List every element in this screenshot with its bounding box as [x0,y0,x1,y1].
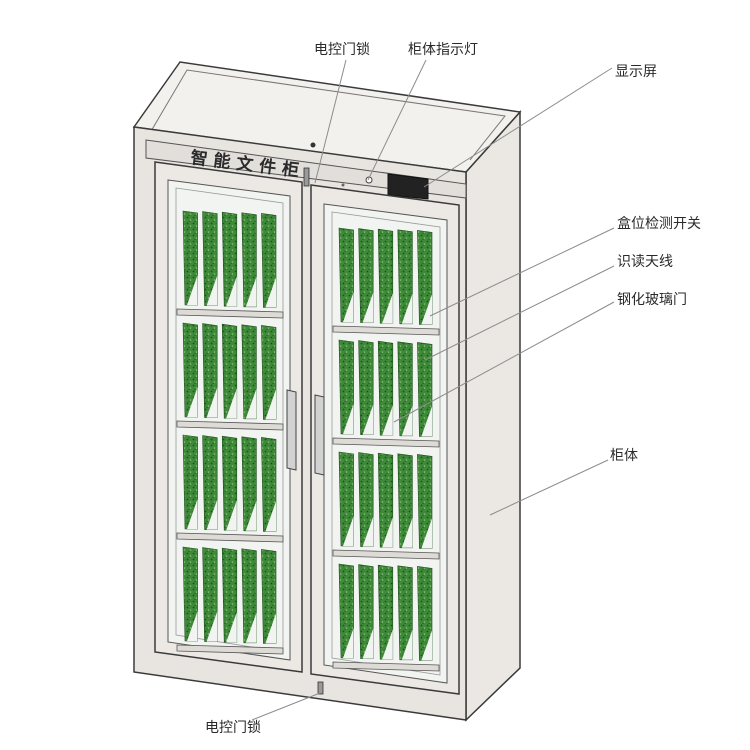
callout-lock-top: 电控门锁 [314,42,370,58]
display-screen [387,173,429,200]
file-box-cutout [226,276,237,307]
file-box-cutout [245,388,257,419]
file-box-cutout [421,406,432,437]
file-box-cutout [206,275,218,306]
file-box-cutout [401,293,413,324]
callout-glass-door: 钢化玻璃门 [617,291,687,308]
file-box-cutout [245,276,257,307]
file-box-cutout [265,501,276,532]
file-box-cutout [187,499,198,529]
shelf [332,661,440,672]
file-box-cutout [265,389,276,420]
top-door-lock [303,167,310,187]
callout-body: 柜体 [610,448,638,464]
callout-indicator: 柜体指示灯 [408,42,478,58]
file-box-cutout [187,275,198,305]
right-file-boxes [332,227,440,672]
shelf [332,325,440,336]
file-box-cutout [382,293,393,324]
left-door-handle [286,389,297,471]
cabinet-side-panel [465,110,521,722]
file-box-cutout [245,500,257,531]
callout-box-sensor: 盒位检测开关 [617,215,701,232]
file-box-cutout [343,628,354,658]
file-box-cutout [382,629,393,660]
shelf [332,437,440,448]
file-box-cutout [343,516,354,546]
file-box-cutout [245,612,257,643]
callout-screen: 显示屏 [615,64,657,80]
file-box-cutout [187,387,198,417]
file-box-cutout [343,292,354,322]
file-box-cutout [265,613,276,644]
file-box-cutout [226,500,237,531]
shelf [176,420,284,431]
right-door-handle [314,394,325,476]
callout-leader-lines [251,59,615,721]
file-box-cutout [382,405,393,436]
file-box-cutout [401,517,413,548]
file-box-cutout [187,611,198,641]
file-box-cutout [362,516,374,547]
file-box-cutout [362,628,374,659]
file-box-cutout [362,404,374,435]
file-box-cutout [401,629,413,660]
bottom-door-lock [317,681,324,695]
shelf [176,644,284,655]
file-box-cutout [206,611,218,642]
file-box-cutout [265,277,276,308]
left-file-boxes [176,210,284,655]
file-box-cutout [362,292,374,323]
shelf [332,549,440,560]
file-box-cutout [226,612,237,643]
file-box-cutout [343,404,354,434]
file-box-cutout [206,387,218,418]
file-box-cutout [421,518,432,549]
file-box-cutout [421,294,432,325]
shelf [176,532,284,543]
file-box-cutout [226,388,237,419]
callout-lock-bottom: 电控门锁 [205,720,261,736]
file-box-cutout [382,517,393,548]
shelf [176,308,284,319]
callout-antenna: 识读天线 [617,253,673,270]
file-box-cutout [421,630,432,661]
file-box-cutout [206,499,218,530]
